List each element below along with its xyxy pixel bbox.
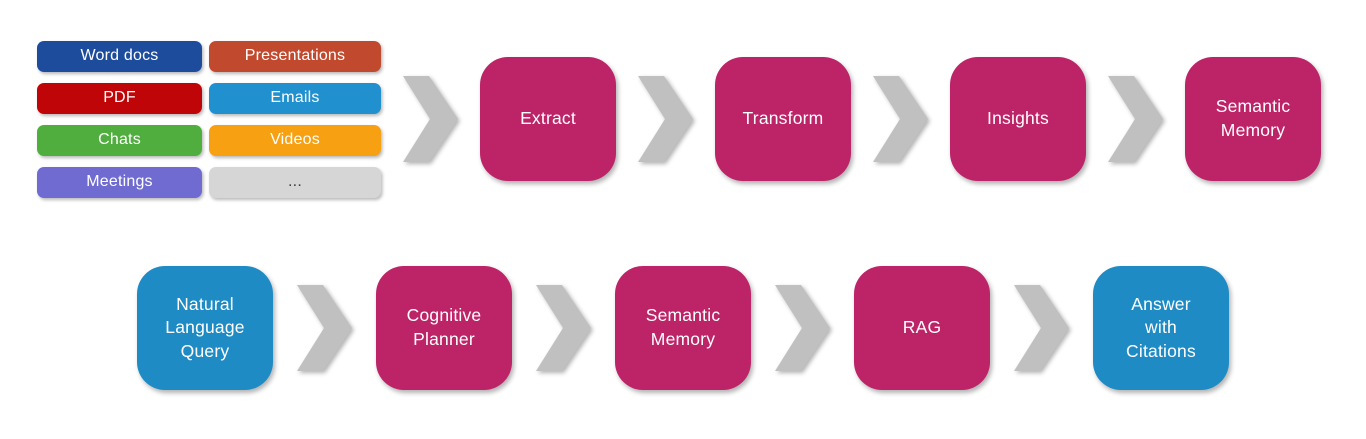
- chevron-right-icon: [1108, 76, 1163, 162]
- chevron-right-icon: [775, 285, 830, 371]
- chevron-right-icon: [638, 76, 693, 162]
- step-semantic-memory-ingest: Semantic Memory: [1185, 57, 1321, 181]
- chevron-right-icon: [297, 285, 352, 371]
- source-pill-presentations: Presentations: [209, 40, 381, 72]
- chevron-right-icon: [873, 76, 928, 162]
- step-rag: RAG: [854, 266, 990, 390]
- step-transform: Transform: [715, 57, 851, 181]
- step-cognitive-planner: Cognitive Planner: [376, 266, 512, 390]
- source-pill-pdf: PDF: [37, 82, 202, 114]
- source-pill-meetings: Meetings: [37, 166, 202, 198]
- step-natural-language-query: Natural Language Query: [137, 266, 273, 390]
- source-pill-word-docs: Word docs: [37, 40, 202, 72]
- source-pill-emails: Emails: [209, 82, 381, 114]
- query-pipeline-row: Natural Language Query Cognitive Planner…: [137, 263, 1229, 393]
- source-types-grid: Word docs Presentations PDF Emails Chats…: [37, 40, 381, 198]
- ingestion-pipeline-row: Word docs Presentations PDF Emails Chats…: [37, 40, 1321, 198]
- step-answer-with-citations: Answer with Citations: [1093, 266, 1229, 390]
- step-insights: Insights: [950, 57, 1086, 181]
- step-extract: Extract: [480, 57, 616, 181]
- chevron-right-icon: [403, 76, 458, 162]
- chevron-right-icon: [536, 285, 591, 371]
- source-pill-videos: Videos: [209, 124, 381, 156]
- chevron-right-icon: [1014, 285, 1069, 371]
- step-semantic-memory-query: Semantic Memory: [615, 266, 751, 390]
- source-pill-chats: Chats: [37, 124, 202, 156]
- source-pill-more: ...: [209, 166, 381, 198]
